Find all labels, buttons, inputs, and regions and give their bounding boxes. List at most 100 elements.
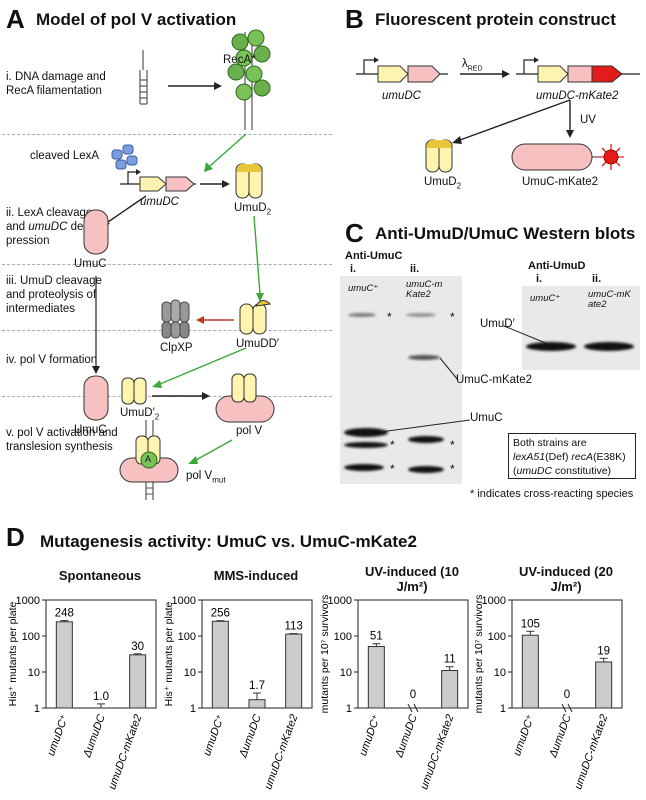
right-lane1-strain: umuC⁺ (530, 293, 561, 304)
band-lower-lane1 (344, 464, 384, 471)
chart-4-ytick-label: 1 (500, 703, 506, 715)
chart-1-bar (55, 621, 73, 709)
western-blot-left (340, 276, 462, 484)
chart-4-category-label: umuDC-mKate2 (572, 713, 610, 791)
left-lane1-strain: umuC⁺ (348, 283, 379, 294)
umudc-operon-icon (120, 169, 196, 192)
panel-b-diagram (356, 57, 640, 173)
chart-2-ylabel: His⁺ mutants per plate (163, 601, 175, 706)
chart-3-frame (357, 599, 469, 709)
chart-3-value-label: 51 (370, 631, 383, 643)
umudc-gene-label: umuDC (382, 90, 421, 102)
chart-2-ytick-label: 1 (190, 703, 196, 715)
chart-2-category-label: umuDC⁺ (201, 713, 227, 758)
chart-4-axis-break (561, 703, 567, 713)
umudprime2-label: UmuD′2 (120, 407, 160, 422)
fusion-label: UmuC-mKate2 (522, 176, 599, 188)
umuc-mkate2-band-label: UmuC-mKate2 (456, 374, 533, 386)
umud2-b-label: UmuD2 (424, 176, 462, 191)
panel-d-title: Mutagenesis activity: UmuC vs. UmuC-mKat… (40, 532, 417, 551)
chart-4-value-label: 105 (521, 618, 540, 630)
clpxp-label: ClpXP (160, 342, 193, 354)
umud2-icon (235, 163, 263, 199)
umuddprime-icon (239, 300, 272, 335)
band-umudprime-lane2 (584, 342, 634, 351)
umudprime-leader (503, 325, 549, 345)
chart-3-bar (441, 670, 459, 709)
chart-3-bar (367, 646, 385, 709)
chart-2-category-label: ΔumuDC (237, 713, 264, 760)
blot-left-lane2: ii. (410, 263, 420, 275)
chart-4-category-label: ΔumuDC (547, 713, 574, 760)
umuddprime-label: UmuDD′ (236, 338, 280, 350)
lambda-red-label: λRED (462, 58, 483, 73)
chart-2-title: MMS-induced (213, 568, 299, 583)
polvmut-label: pol Vmut (186, 470, 226, 485)
chart-2-ytick-label: 1000 (172, 595, 196, 607)
star-5: * (390, 462, 395, 476)
umudc-gene-icon (356, 57, 448, 83)
chart-4-ylabel: mutants per 10⁷ survivors (473, 595, 485, 714)
chart-1-category-label: umuDC⁺ (45, 713, 71, 758)
polvmut-icon (119, 420, 179, 500)
chart-1-ytick-label: 100 (22, 631, 40, 643)
chart-3-ytick-label: 10 (340, 667, 352, 679)
crossreact-footnote: * indicates cross-reacting species (470, 488, 634, 500)
uv-label: UV (580, 114, 596, 126)
band-left-1-top (348, 313, 376, 317)
chart-2-value-label: 256 (211, 608, 230, 620)
panel-a-title: Model of pol V activation (36, 10, 237, 29)
chart-3-category-label: umuDC⁺ (357, 713, 383, 758)
umud2-label: UmuD2 (234, 202, 272, 217)
activated-a-label: A (145, 454, 152, 464)
chart-4-value-label: 0 (564, 689, 570, 701)
blot-right-header: Anti-UmuD (528, 260, 586, 272)
chart-4-frame (511, 599, 623, 709)
star-3: * (390, 438, 395, 452)
band-umuc-lane1 (344, 428, 388, 437)
construct-label: umuDC-mKate2 (536, 90, 619, 102)
dna-icon (139, 50, 148, 105)
divider-1 (2, 134, 332, 135)
star-2: * (450, 310, 455, 324)
umudc-label: umuDC (140, 196, 179, 208)
chart-3-ylabel: mutants per 10⁷ survivors (319, 595, 331, 714)
umuc-icon (83, 209, 109, 255)
umudprime-band-label: UmuD′ (480, 318, 515, 330)
chart-4-bar (521, 634, 539, 709)
band-crossreact-lane2 (408, 436, 444, 443)
umuc-label: UmuC (74, 258, 107, 270)
chart-1-bar (129, 654, 147, 709)
chart-3-category-label: ΔumuDC (393, 713, 420, 760)
chart-4-axis-break (567, 703, 573, 713)
chart-2-category-label: umuDC-mKate2 (262, 713, 300, 791)
panel-a-label: A (6, 4, 25, 34)
cleaved-lexa-label: cleaved LexA (30, 150, 100, 162)
strain-info-box: Both strains are lexA51(Def) recA(E38K) … (508, 433, 636, 479)
umudprime2-icon (121, 377, 147, 405)
umuc-step4-icon (83, 375, 109, 421)
star-6: * (450, 462, 455, 476)
band-crossreact-lane1 (344, 442, 388, 448)
panel-b-label: B (345, 4, 364, 34)
blot-right-lane2: ii. (592, 273, 602, 285)
panel-d-label: D (6, 522, 25, 552)
chart-3-ytick-label: 1 (346, 703, 352, 715)
chart-1-ytick-label: 1000 (16, 595, 40, 607)
umuc-band-label: UmuC (470, 412, 503, 424)
cleaved-lexa-icon (111, 144, 138, 170)
chart-1-category-label: umuDC-mKate2 (106, 713, 144, 791)
chart-3-category-label: umuDC-mKate2 (418, 713, 456, 791)
chart-3-value-label: 11 (444, 654, 456, 666)
panel-c-title: Anti-UmuD/UmuC Western blots (375, 224, 636, 243)
polv-icon (215, 373, 275, 423)
chart-3-ytick-label: 100 (334, 631, 352, 643)
chart-4-ytick-label: 100 (488, 631, 506, 643)
umuc-step4-label: UmuC (74, 424, 107, 436)
